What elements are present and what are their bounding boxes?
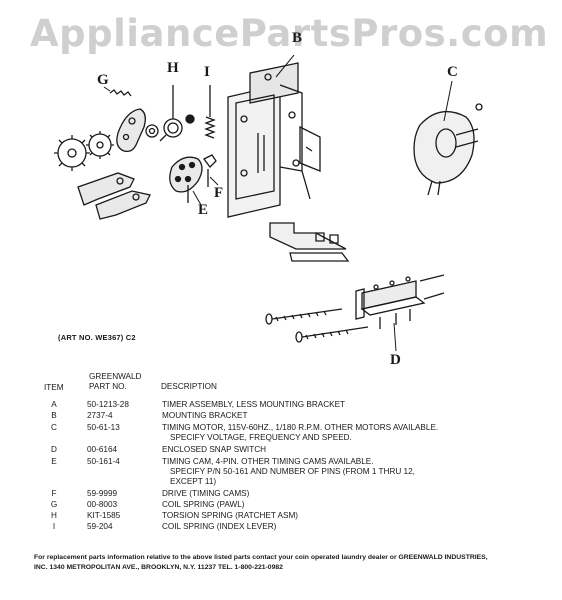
table-row: I 59-204 COIL SPRING (INDEX LEVER) — [34, 522, 534, 533]
callout-g: G — [97, 72, 109, 88]
row-part-number: 59-204 — [87, 522, 113, 531]
parts-table-body: A 50-1213-28 TIMER ASSEMBLY, LESS MOUNTI… — [34, 400, 534, 533]
actuator-plate-part — [269, 222, 350, 262]
row-part-number: 50-61-13 — [87, 423, 120, 432]
row-item: C — [51, 423, 57, 432]
row-item: G — [50, 500, 58, 509]
row-description: TIMING MOTOR, 115V-60HZ., 1/180 R.P.M. O… — [162, 423, 439, 442]
callout-f: F — [214, 185, 224, 201]
header-item: ITEM — [44, 383, 64, 392]
parts-table: ITEM GREENWALD PART NO. DESCRIPTION A 50… — [34, 372, 534, 531]
table-row: G 00-8003 COIL SPRING (PAWL) — [34, 500, 534, 511]
row-part-number: 2737-4 — [87, 411, 113, 420]
table-row: B 2737-4 MOUNTING BRACKET — [34, 411, 534, 423]
row-part-number: 50-1213-28 — [87, 400, 129, 409]
row-item: A — [51, 400, 57, 409]
watermark-logo: AppliancePartsPros.com — [30, 12, 549, 55]
row-item: D — [51, 445, 57, 454]
callout-d: D — [390, 352, 401, 368]
mounting-bracket-part — [227, 62, 321, 218]
row-part-number: KIT-1585 — [87, 511, 121, 520]
timing-motor-part — [413, 103, 483, 196]
lever-arm-part — [77, 172, 151, 220]
table-row: F 59-9999 DRIVE (TIMING CAMS) — [34, 489, 534, 500]
row-item: F — [51, 489, 57, 498]
header-part-line1: GREENWALD — [89, 372, 142, 381]
callout-leader-lines — [103, 55, 453, 352]
table-row: E 50-161-4 TIMING CAM, 4-PIN. OTHER TIMI… — [34, 457, 534, 489]
table-row: D 00-6164 ENCLOSED SNAP SWITCH — [34, 445, 534, 457]
table-row: H KIT-1585 TORSION SPRING (RATCHET ASM) — [34, 511, 534, 522]
row-description: COIL SPRING (PAWL) — [162, 500, 245, 509]
row-item: H — [51, 511, 57, 520]
header-part-line2: PART NO. — [89, 382, 127, 391]
ratchet-gear-part — [54, 131, 114, 171]
table-row: C 50-61-13 TIMING MOTOR, 115V-60HZ., 1/1… — [34, 423, 534, 445]
row-part-number: 00-6164 — [87, 445, 118, 454]
row-description: MOUNTING BRACKET — [162, 411, 248, 420]
footer-line-1: For replacement parts information relati… — [34, 554, 488, 561]
callout-h: H — [167, 60, 179, 76]
timing-cam-part — [169, 156, 203, 203]
art-number: (ART NO. WE367) C2 — [58, 333, 136, 342]
row-description: TIMER ASSEMBLY, LESS MOUNTING BRACKET — [162, 400, 346, 409]
coil-spring-index-lever-part — [185, 85, 216, 139]
callout-b: B — [292, 30, 303, 46]
row-description: TIMING CAM, 4-PIN. OTHER TIMING CAMS AVA… — [162, 457, 415, 486]
footer-contact-note: For replacement parts information relati… — [34, 553, 534, 572]
callout-e: E — [198, 202, 209, 218]
coil-spring-pawl-part — [109, 89, 132, 97]
row-description: DRIVE (TIMING CAMS) — [162, 489, 250, 498]
header-description: DESCRIPTION — [161, 382, 217, 391]
callout-i: I — [204, 64, 210, 80]
torsion-spring-part — [159, 85, 183, 142]
row-item: E — [51, 457, 57, 466]
row-description: COIL SPRING (INDEX LEVER) — [162, 522, 277, 531]
exploded-parts-diagram — [54, 55, 483, 352]
row-part-number: 59-9999 — [87, 489, 118, 498]
index-lever-part — [116, 108, 146, 153]
footer-line-2: INC. 1340 METROPOLITAN AVE., BROOKLYN, N… — [34, 563, 283, 571]
mounting-screw-part — [265, 308, 369, 343]
header-part-number: GREENWALD PART NO. — [89, 372, 141, 392]
callout-c: C — [447, 64, 458, 80]
table-row: A 50-1213-28 TIMER ASSEMBLY, LESS MOUNTI… — [34, 400, 534, 411]
drive-timing-cams-part — [203, 154, 217, 187]
row-item: I — [52, 522, 56, 531]
row-description: ENCLOSED SNAP SWITCH — [162, 445, 267, 454]
row-description: TORSION SPRING (RATCHET ASM) — [162, 511, 299, 520]
row-item: B — [51, 411, 57, 420]
row-part-number: 50-161-4 — [87, 457, 120, 466]
washer-part — [145, 124, 159, 138]
parts-table-header: ITEM GREENWALD PART NO. DESCRIPTION — [34, 372, 534, 392]
snap-switch-part — [355, 274, 445, 329]
row-part-number: 00-8003 — [87, 500, 118, 509]
